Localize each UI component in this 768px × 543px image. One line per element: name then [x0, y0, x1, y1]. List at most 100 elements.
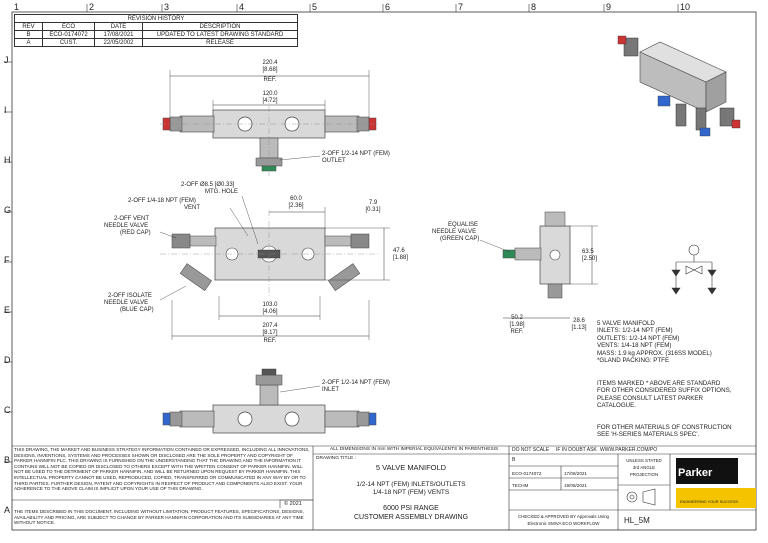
description-header: DESCRIPTION — [142, 22, 298, 31]
drawing-number: HL_5M — [624, 516, 650, 525]
dim-60: 60.0 — [290, 196, 302, 202]
grid-col-6: 6 — [385, 2, 391, 12]
top-view — [160, 70, 380, 176]
grid-col-1: 1 — [14, 2, 20, 12]
date-value: 17/08/2021 — [564, 471, 587, 476]
vent-valve-label-1: 2-OFF VENT — [114, 216, 150, 222]
dim-ref-1: REF. — [263, 77, 277, 83]
date-header: DATE — [94, 22, 143, 31]
website: WWW.PARKER.COM/PO — [600, 447, 658, 453]
checked-approved-2: Electronic SMIVA ECO WORKFLOW — [527, 521, 600, 526]
table-row: B ECO-0174072 17/08/2021 UPDATED TO LATE… — [14, 30, 298, 39]
vent-valve-label-3: (RED CAP) — [120, 230, 151, 236]
inlet-callout-2: INLET — [322, 387, 340, 393]
border-frame — [11, 11, 757, 531]
drawing-title-label: DRAWING TITLE : — [316, 456, 356, 461]
date-2-value: 19/08/2021 — [564, 483, 587, 488]
do-not-scale: DO NOT SCALE — [512, 447, 550, 453]
dimensions-note: ALL DIMENSIONS IN mm WITH IMPERIAL EQUIV… — [330, 447, 499, 452]
legal-notice: THIS DRAWING, THE MARKET AND BUSINESS ST… — [14, 447, 310, 492]
dim-207: 207.4 — [262, 323, 278, 329]
dim-28-6: 28.6 — [573, 318, 585, 324]
parker-yellow-band — [676, 488, 756, 508]
checked-approved: CHECKED & APPROVED BY Approvals Using — [518, 514, 609, 519]
grid-col-2: 2 — [89, 2, 95, 12]
vent-port-callout: 2-OFF 1/4-18 NPT (FEM) — [128, 198, 196, 204]
drawn-value: TECHM — [512, 483, 529, 488]
dim-47-6-in: [1.88] — [393, 255, 409, 261]
dim-7-9: 7.9 — [368, 200, 378, 206]
grid-row-b: B — [4, 455, 11, 465]
mtg-hole-callout-2: MTG. HOLE — [205, 189, 239, 195]
side-view — [479, 211, 598, 319]
dim-207-in: [8.17] — [262, 330, 278, 336]
dim-50-2-in: [1.98] — [509, 322, 525, 328]
dim-overall-top-in: [8.68] — [262, 67, 278, 73]
materials-notes: FOR OTHER MATERIALS OF CONSTRUCTION SEE … — [597, 424, 732, 439]
items-notes: ITEMS MARKED * ABOVE ARE STANDARD FOR OT… — [597, 380, 732, 410]
projection-line-2: 3rd ANGLE — [632, 465, 656, 470]
dim-28-6-in: [1.13] — [571, 325, 587, 331]
projection-symbol-icon — [626, 488, 656, 506]
engineering-tagline: ENGINEERING YOUR SUCCESS. — [680, 500, 740, 504]
revision-history-table: REVISION HISTORY REV ECO DATE DESCRIPTIO… — [14, 14, 298, 47]
grid-col-7: 7 — [458, 2, 464, 12]
eco-header: ECO — [42, 22, 95, 31]
dim-7-9-in: [0.31] — [365, 207, 381, 213]
grid-row-h: H — [4, 155, 11, 165]
title-line-5: CUSTOMER ASSEMBLY DRAWING — [353, 514, 469, 521]
title-line-1: 5 VALVE MANIFOLD — [375, 463, 447, 472]
vent-valve-label-2: NEEDLE VALVE — [104, 223, 149, 229]
dim-63-5: 63.5 — [582, 249, 594, 255]
dim-center-top: 120.0 — [262, 91, 278, 97]
title-line-2: 1/2-14 NPT (FEM) INLETS/OUTLETS — [356, 481, 466, 488]
spec-notes: 5 VALVE MANIFOLD INLETS: 1/2-14 NPT (FEM… — [597, 320, 712, 365]
grid-row-d: D — [4, 355, 11, 365]
dim-overall-top: 220.4 — [262, 60, 278, 66]
grid-col-4: 4 — [239, 2, 245, 12]
grid-col-10: 10 — [680, 2, 691, 12]
table-row: A CUST. 22/05/2002 RELEASE — [14, 38, 298, 47]
title-line-4: 6000 PSI RANGE — [383, 505, 439, 512]
rev-value: B — [512, 457, 516, 463]
grid-row-j: J — [4, 55, 9, 65]
isolate-valve-label-2: NEEDLE VALVE — [104, 300, 149, 306]
isolate-valve-label-3: (BLUE CAP) — [120, 307, 154, 313]
equalise-label-2: NEEDLE VALVE — [432, 229, 477, 235]
dim-center-top-in: [4.72] — [262, 98, 278, 104]
dim-50-2: 50.2 — [511, 315, 523, 321]
dim-60-in: [2.36] — [288, 203, 304, 209]
grid-row-e: E — [4, 305, 11, 315]
dim-63-5-in: [2.50] — [582, 256, 598, 262]
revision-title: REVISION HISTORY — [14, 14, 298, 23]
grid-col-5: 5 — [312, 2, 318, 12]
copyright: © 2021 — [284, 501, 302, 507]
grid-col-3: 3 — [164, 2, 170, 12]
equalise-label-1: EQUALISE — [448, 222, 479, 228]
valve-schematic — [671, 244, 717, 295]
equalise-label-3: (GREEN CAP) — [440, 236, 480, 242]
grid-row-i: I — [4, 105, 7, 115]
inlet-callout: 2-OFF 1/2-14 NPT (FEM) — [322, 380, 390, 386]
parker-brand: Parker — [678, 467, 713, 479]
bottom-view — [162, 368, 377, 434]
if-in-doubt: IF IN DOUBT ASK — [556, 447, 597, 453]
grid-row-g: G — [4, 205, 12, 215]
grid-col-8: 8 — [531, 2, 537, 12]
isolate-valve-label-1: 2-OFF ISOLATE — [108, 293, 152, 299]
grid-row-a: A — [4, 505, 11, 515]
title-line-3: 1/4-18 NPT (FEM) VENTS — [372, 489, 450, 496]
dim-ref-2: REF. — [263, 338, 277, 344]
front-view — [159, 195, 390, 340]
grid-col-9: 9 — [606, 2, 612, 12]
projection-line-1: UNLESS STATED — [626, 458, 662, 463]
parker-logo-box — [676, 458, 738, 484]
grid-row-f: F — [4, 255, 10, 265]
dim-47-6: 47.6 — [393, 248, 405, 254]
vent-port-callout-2: VENT — [184, 205, 201, 211]
eco-value: ECO-0174072 — [512, 471, 542, 476]
dim-ref-3: REF. — [510, 329, 524, 335]
rev-header: REV — [14, 22, 43, 31]
outlet-callout: 2-OFF 1/2-14 NPT (FEM) — [322, 151, 390, 157]
